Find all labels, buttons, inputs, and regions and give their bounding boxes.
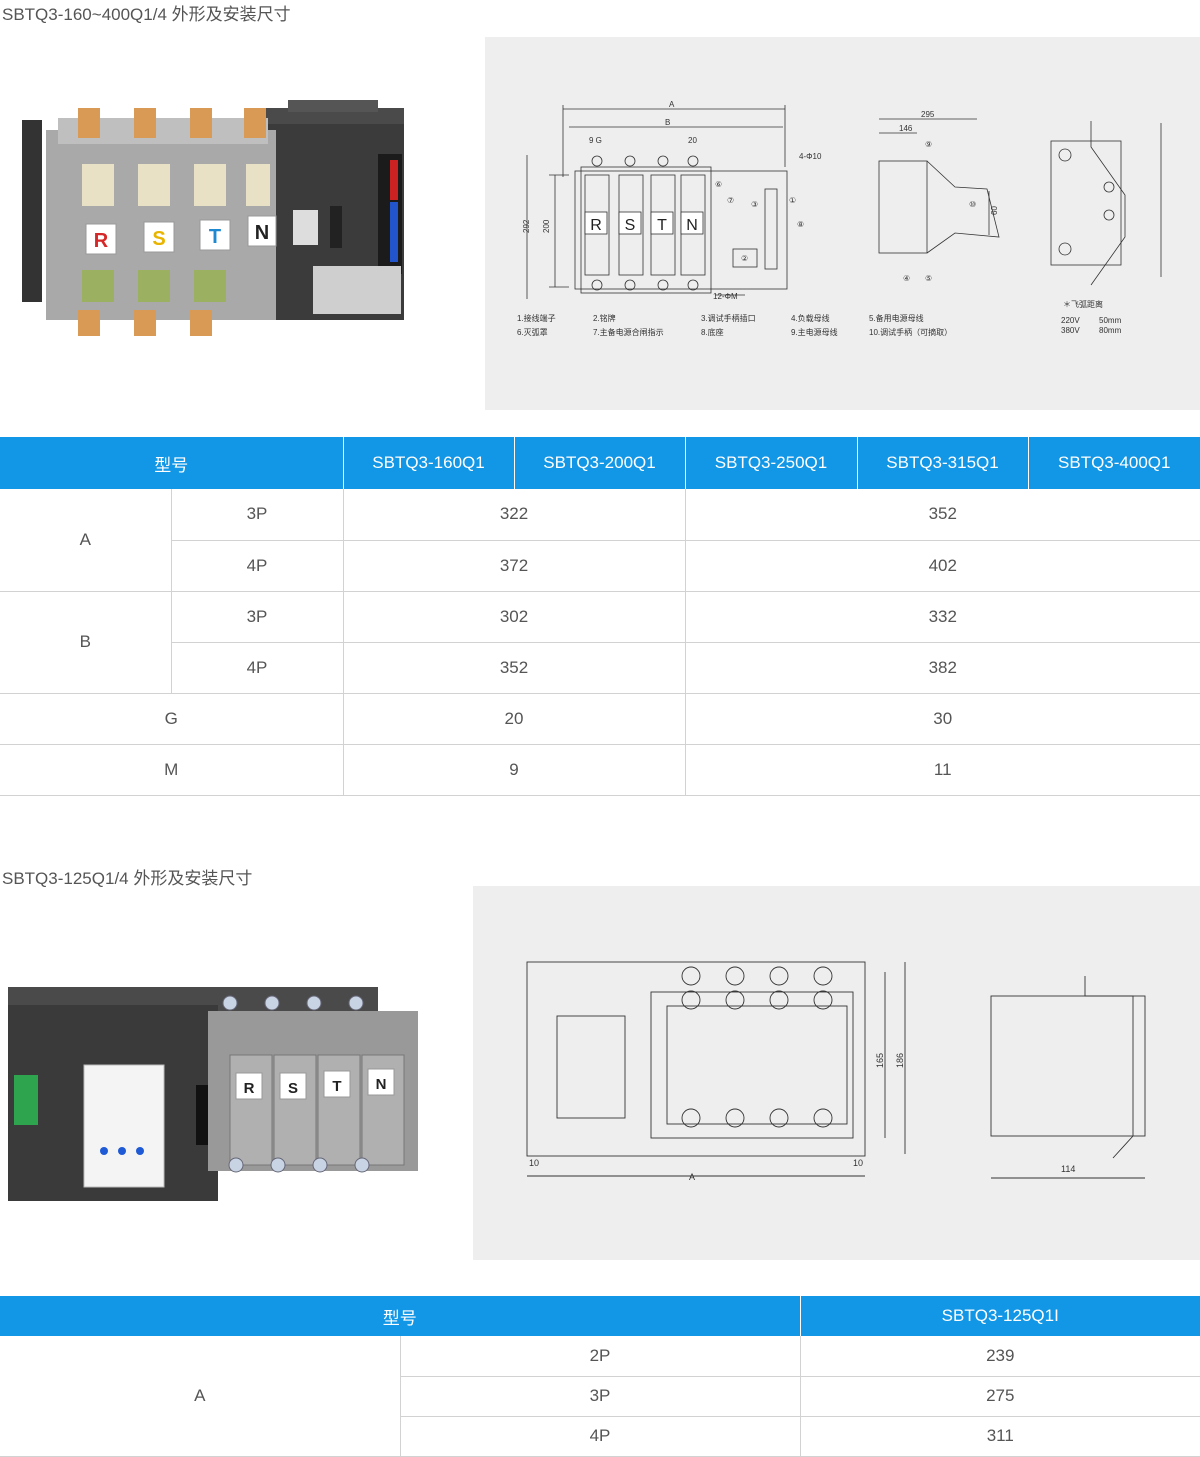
callout-1: ① [789,196,796,205]
photo2-pole-r: R [244,1080,255,1097]
row2-4p: 4P [400,1416,801,1457]
row-a-3p: 3P [171,489,344,541]
row2-2p: 2P [400,1336,801,1377]
legend-2: 2.铭牌 [593,313,616,323]
row-b-4p: 4P [171,642,344,694]
product-photo-atse-125: R S T N [8,975,418,1205]
cell2-4p: 311 [800,1416,1200,1457]
arc-220v-dist: 50mm [1099,316,1122,325]
cell-b-3p-v2: 332 [685,591,1200,643]
cell2-2p: 239 [800,1336,1200,1377]
cell-a-4p-v2: 402 [685,540,1200,592]
callout-2: ② [741,254,748,263]
cell-b-4p-v1: 352 [343,642,686,694]
row-a-4p: 4P [171,540,344,592]
section1-title: SBTQ3-160~400Q1/4 外形及安装尺寸 [2,5,291,24]
dim-g: 9 G [589,136,602,145]
arc-220v: 220V [1061,316,1080,325]
callout-10: ⑩ [969,200,976,209]
dim-114: 114 [1061,1164,1075,1174]
drawing1-pole-n: N [686,217,698,234]
callout-8: ⑧ [797,220,804,229]
callout-3: ③ [751,200,758,209]
drawing1-pole-r: R [590,217,602,234]
callout-9: ⑨ [925,140,932,149]
cell2-3p: 275 [800,1376,1200,1417]
dim-a2: A [689,1172,695,1182]
cell-g-v1: 20 [343,693,686,745]
cell-b-4p-v2: 382 [685,642,1200,694]
dim-146: 146 [899,124,913,133]
arc-380v: 380V [1061,326,1080,335]
header-160q1: SBTQ3-160Q1 [343,437,515,489]
section2-title: SBTQ3-125Q1/4 外形及安装尺寸 [2,869,253,888]
legend-8: 8.底座 [701,327,724,337]
legend-9: 9.主电源母线 [791,327,838,337]
dim-200: 200 [542,219,551,233]
arc-distance-title: ＊飞弧距离 [1063,299,1103,309]
legend-4: 4.负载母线 [791,313,830,323]
callout-5: ⑤ [925,274,932,283]
dim-60: 60 [990,206,999,215]
cell-m-v2: 11 [685,744,1200,796]
photo2-pole-t: T [332,1078,341,1095]
header-250q1: SBTQ3-250Q1 [685,437,858,489]
legend-10: 10.调试手柄（可摘取） [869,327,952,337]
dimension-table-125: 型号 SBTQ3-125Q1I A 2P 239 3P 275 4P 311 [0,1296,1200,1457]
row2-3p: 3P [400,1376,801,1417]
arc-380v-dist: 80mm [1099,326,1122,335]
cell-m-v1: 9 [343,744,686,796]
drawing1-pole-t: T [657,217,667,234]
photo2-pole-n: N [376,1076,387,1093]
product-photo-atse-160-400: R S T N [18,98,418,348]
header2-125q1i: SBTQ3-125Q1I [800,1296,1200,1336]
photo1-pole-n: N [255,222,269,244]
photo1-pole-t: T [209,226,221,248]
row-label-g: G [0,693,344,745]
legend-3: 3.调试手柄插口 [701,313,756,323]
cell-a-3p-v2: 352 [685,489,1200,541]
cell-g-v2: 30 [685,693,1200,745]
dim-10a: 10 [529,1158,539,1168]
dim-292: 292 [522,219,531,233]
drawing1-pole-s: S [625,217,636,234]
dim-a: A [669,100,675,109]
photo1-pole-r: R [94,230,109,252]
photo2-pole-s: S [288,1080,298,1097]
dim-20: 20 [688,136,697,145]
dimension-table-160-400: 型号 SBTQ3-160Q1 SBTQ3-200Q1 SBTQ3-250Q1 S… [0,437,1200,796]
legend-5: 5.备用电源母线 [869,313,924,323]
cell-a-3p-v1: 322 [343,489,686,541]
header-model: 型号 [0,437,344,489]
photo1-pole-s: S [152,228,165,250]
legend-7: 7.主备电源合闸指示 [593,327,664,337]
callout-7: ⑦ [727,196,734,205]
dim-b: B [665,118,670,127]
cell-a-4p-v1: 372 [343,540,686,592]
dim-295: 295 [921,110,935,119]
dim-165: 165 [875,1053,885,1068]
row-b-3p: 3P [171,591,344,643]
callout-4: ④ [903,274,910,283]
row-label-b: B [0,591,172,694]
legend-1: 1.接线端子 [517,313,556,323]
row2-label-a: A [0,1336,401,1457]
dim-m: 12-ΦM [713,292,738,301]
cell-b-3p-v1: 302 [343,591,686,643]
dim-hole: 4-Φ10 [799,152,822,161]
row-label-m: M [0,744,344,796]
dimension-drawing-160-400: R S T N A B 9 G 20 4-Φ10 292 200 12-ΦM ①… [485,37,1200,410]
header-315q1: SBTQ3-315Q1 [857,437,1029,489]
header2-model: 型号 [0,1296,801,1336]
row-label-a: A [0,489,172,592]
callout-6: ⑥ [715,180,722,189]
dim-10b: 10 [853,1158,863,1168]
dim-186: 186 [895,1053,905,1068]
header-400q1: SBTQ3-400Q1 [1028,437,1200,489]
dimension-drawing-125: 10 10 A 165 186 114 [473,886,1200,1260]
header-200q1: SBTQ3-200Q1 [514,437,686,489]
legend-6: 6.灭弧罩 [517,327,548,337]
